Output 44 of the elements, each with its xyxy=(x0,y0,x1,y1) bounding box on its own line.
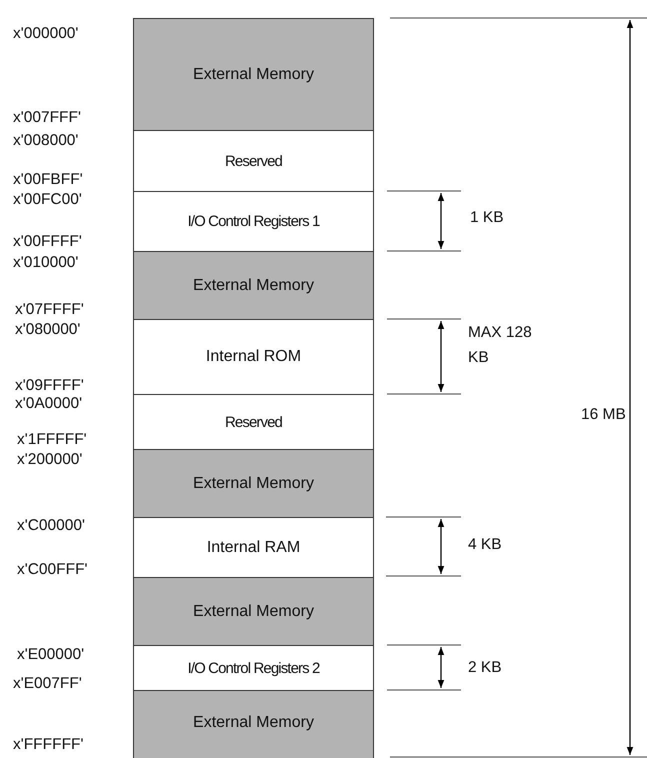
region-label: I/O Control Registers 2 xyxy=(188,660,320,676)
address-label: x'000000' xyxy=(13,25,78,43)
address-label: x'09FFFF' xyxy=(15,377,84,395)
address-label: x'C00000' xyxy=(17,517,85,535)
memory-region-shaded xyxy=(133,577,374,646)
memory-region-shaded xyxy=(133,18,374,131)
address-label: x'008000' xyxy=(13,132,78,150)
size-label: 2 KB xyxy=(468,659,502,677)
region-label: External Memory xyxy=(193,474,314,492)
address-label: x'00FC00' xyxy=(13,191,82,209)
size-label: 1 KB xyxy=(470,209,504,227)
memory-region xyxy=(133,130,374,192)
region-label: I/O Control Registers 1 xyxy=(188,213,320,230)
region-label: External Memory xyxy=(193,276,314,294)
address-label: x'1FFFFF' xyxy=(17,431,87,449)
region-label: Internal RAM xyxy=(206,538,300,556)
address-label: x'010000' xyxy=(13,254,78,272)
address-label: x'0A0000' xyxy=(15,395,82,413)
address-label: x'07FFFF' xyxy=(15,301,84,319)
memory-region xyxy=(133,319,374,395)
address-label: x'E007FF' xyxy=(13,675,82,693)
address-label: x'E00000' xyxy=(17,646,84,664)
address-label: x'007FFF' xyxy=(13,109,81,127)
memory-region xyxy=(133,645,374,691)
address-label: x'00FBFF' xyxy=(13,171,83,189)
address-label: x'C00FFF' xyxy=(17,561,88,579)
region-label: Internal ROM xyxy=(206,348,302,366)
region-label: Reserved xyxy=(225,152,282,170)
region-label: Reserved xyxy=(225,414,282,430)
memory-region xyxy=(133,517,374,578)
address-label: x'200000' xyxy=(17,451,82,469)
size-label: 4 KB xyxy=(468,536,502,554)
address-label: x'00FFFF' xyxy=(13,233,82,251)
region-label: External Memory xyxy=(193,714,314,732)
region-label: External Memory xyxy=(193,602,314,620)
memory-region-shaded xyxy=(133,449,374,518)
size-label: MAX 128 KB xyxy=(468,323,533,368)
region-label: External Memory xyxy=(193,66,314,84)
address-label: x'FFFFFF' xyxy=(13,736,84,754)
memory-region xyxy=(133,394,374,450)
memory-region xyxy=(133,191,374,252)
memory-region-shaded xyxy=(133,690,374,758)
address-label: x'080000' xyxy=(15,321,80,339)
memory-region-shaded xyxy=(133,251,374,320)
